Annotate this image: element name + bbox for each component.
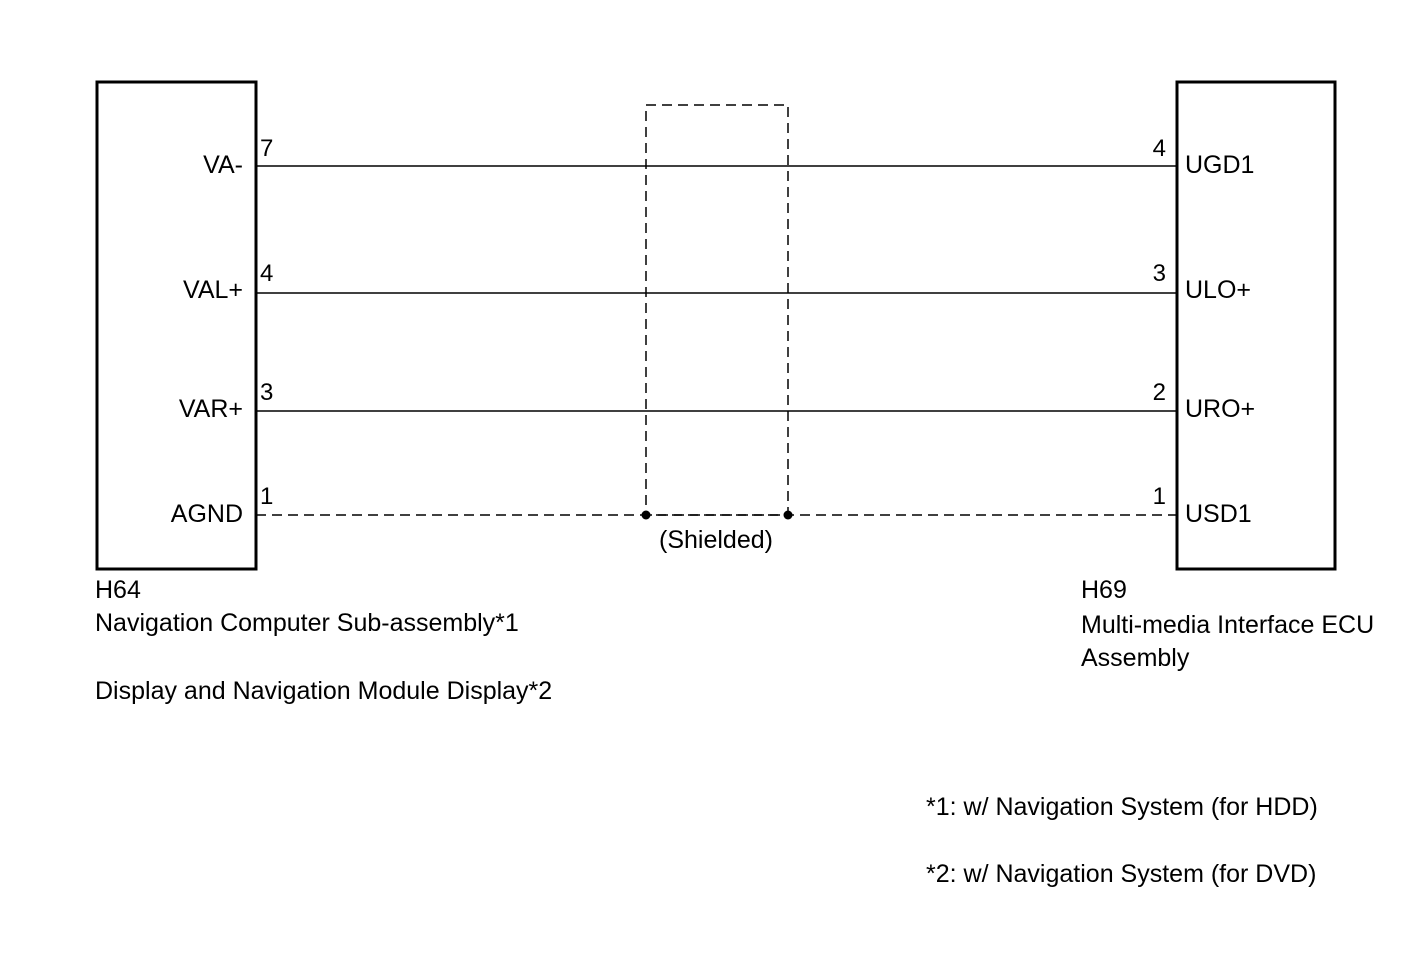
right-signal-label: USD1 xyxy=(1185,500,1252,528)
left-pin-number: 7 xyxy=(260,135,273,162)
left-pin-number: 4 xyxy=(260,260,273,287)
right-component-box xyxy=(1175,80,1337,571)
shield-box xyxy=(645,104,789,516)
shield-junction-right xyxy=(783,510,793,520)
left-connector-code: H64 xyxy=(95,576,141,604)
right-pin-number: 3 xyxy=(1153,260,1166,287)
left-component-name-1: Navigation Computer Sub-assembly*1 xyxy=(95,609,519,637)
left-signal-label: VA- xyxy=(203,151,243,179)
shield-label: (Shielded) xyxy=(659,526,773,554)
right-pin-number: 1 xyxy=(1153,483,1166,510)
right-component-name-line-1: Multi-media Interface ECU xyxy=(1081,611,1374,639)
right-pin-number: 2 xyxy=(1153,379,1166,406)
left-signal-label: VAL+ xyxy=(183,276,243,304)
footnote-2: *2: w/ Navigation System (for DVD) xyxy=(926,860,1316,888)
left-component-name-2: Display and Navigation Module Display*2 xyxy=(95,677,552,705)
left-pin-number: 1 xyxy=(260,483,273,510)
right-connector-code: H69 xyxy=(1081,576,1127,604)
right-signal-label: ULO+ xyxy=(1185,276,1251,304)
shield-junction-left xyxy=(641,510,651,520)
right-signal-label: URO+ xyxy=(1185,395,1255,423)
right-signal-label: UGD1 xyxy=(1185,151,1254,179)
right-component-name-line-2: Assembly xyxy=(1081,644,1190,672)
left-signal-label: VAR+ xyxy=(179,395,243,423)
left-signal-label: AGND xyxy=(171,500,243,528)
footnote-1: *1: w/ Navigation System (for HDD) xyxy=(926,793,1318,821)
right-pin-number: 4 xyxy=(1153,135,1166,162)
left-component-box xyxy=(95,80,258,571)
left-pin-number: 3 xyxy=(260,379,273,406)
